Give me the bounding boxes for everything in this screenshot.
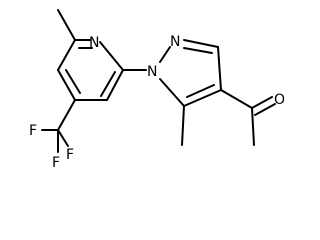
bond-cf3-f3 (57, 129, 69, 147)
bond-carbonyl-double-2 (254, 103, 276, 116)
atom-carbonyl-o: O (274, 92, 285, 108)
bond-c5-pzN1 (159, 78, 185, 107)
bonds (41, 9, 276, 153)
atom-pyrazole-n1: N (147, 64, 157, 80)
bond-c6-methyl (57, 9, 76, 41)
atom-pyrazole-n2: N (170, 34, 180, 50)
atom-labels: N N N O F F F (29, 34, 285, 171)
atom-pyridine-n: N (89, 35, 99, 51)
bond-c4-c5 (57, 69, 76, 101)
molecule-structure: N N N O F F F (29, 9, 285, 171)
bond-pzN2-c3 (183, 39, 219, 48)
bond-carbonylC-methyl (251, 107, 255, 146)
atom-fluorine-1: F (29, 123, 37, 139)
bond-c2-c3 (106, 69, 124, 101)
bond-c5-c6 (57, 39, 76, 71)
bond-c4-c5-double (65, 69, 81, 94)
bond-pzN1-pzN2 (159, 46, 171, 63)
bond-c2-c3-double (100, 71, 116, 97)
atom-fluorine-2: F (66, 147, 74, 163)
bond-c4-cf3 (57, 99, 76, 131)
bond-c3-c4 (217, 46, 222, 91)
bond-c4-carbonylC (220, 89, 253, 109)
bond-c4-c5 (183, 89, 222, 107)
bond-pyN-c2 (99, 41, 124, 71)
bond-pzN2-c3-double (183, 47, 213, 54)
atom-fluorine-3: F (52, 155, 60, 171)
bond-c4-c5-double (186, 84, 215, 98)
bond-c5-methyl (181, 105, 185, 146)
bond-carbonyl-double-1 (251, 96, 273, 109)
